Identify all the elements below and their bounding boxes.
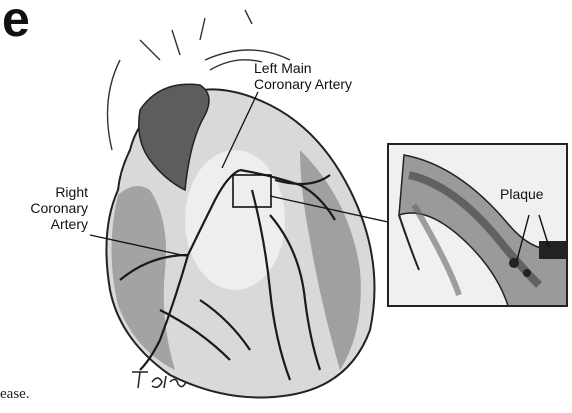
- plaque-inset: [387, 143, 568, 307]
- plaque-label: Plaque: [500, 186, 544, 202]
- left-main-coronary-artery-label: Left Main Coronary Artery: [254, 60, 352, 92]
- right-coronary-artery-label: Right Coronary Artery: [18, 184, 88, 232]
- artist-signature: [128, 364, 198, 394]
- caption-fragment: ease.: [0, 386, 30, 403]
- plaque-inset-art: [389, 145, 568, 307]
- heart-body: [106, 84, 374, 397]
